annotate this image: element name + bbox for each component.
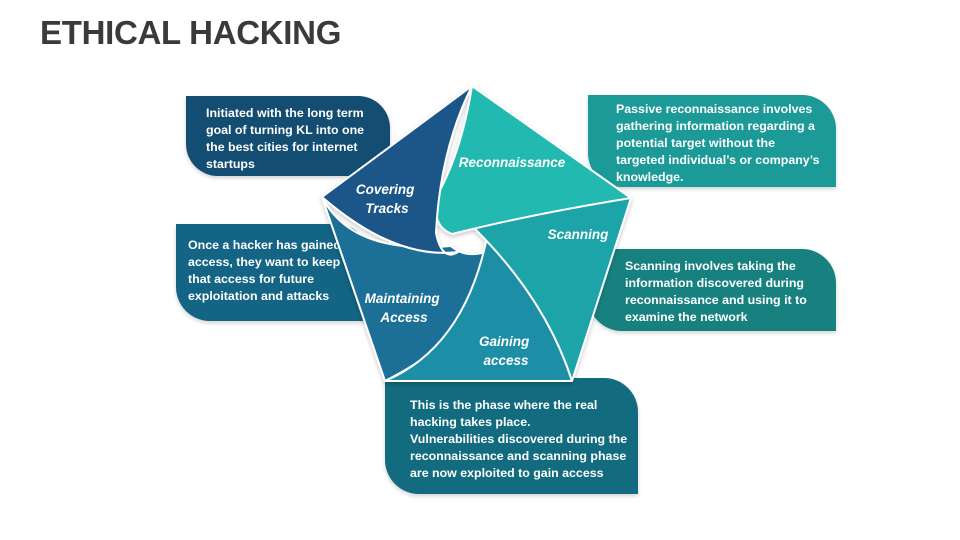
reconnaissance-label: Reconnaissance: [459, 155, 566, 170]
covering-tracks-description: Initiated with the long term goal of tur…: [206, 106, 365, 171]
reconnaissance-segment: [434, 85, 632, 235]
scanning-card: Scanning involves taking the information…: [588, 249, 836, 331]
scanning-label: Scanning: [548, 227, 610, 242]
reconnaissance-card: Passive reconnaissance involves gatherin…: [588, 95, 836, 187]
gaining-access-card: This is the phase where the real hacking…: [385, 378, 638, 494]
maintaining-access-description: Once a hacker has gained access, they wa…: [188, 238, 341, 303]
scanning-description: Scanning involves taking the information…: [625, 259, 807, 324]
maintaining-access-label: Maintaining Access: [365, 291, 444, 325]
covering-tracks-segment: [321, 85, 473, 256]
covering-tracks-card: Initiated with the long term goal of tur…: [186, 96, 390, 176]
page-title: ETHICAL HACKING: [40, 14, 342, 51]
gaining-access-description: This is the phase where the real hacking…: [410, 398, 628, 480]
maintaining-access-card: Once a hacker has gained access, they wa…: [176, 224, 370, 321]
reconnaissance-description: Passive reconnaissance involves gatherin…: [616, 102, 820, 184]
gaining-access-label: Gaining access: [479, 334, 533, 368]
covering-tracks-label: Covering Tracks: [356, 182, 418, 216]
